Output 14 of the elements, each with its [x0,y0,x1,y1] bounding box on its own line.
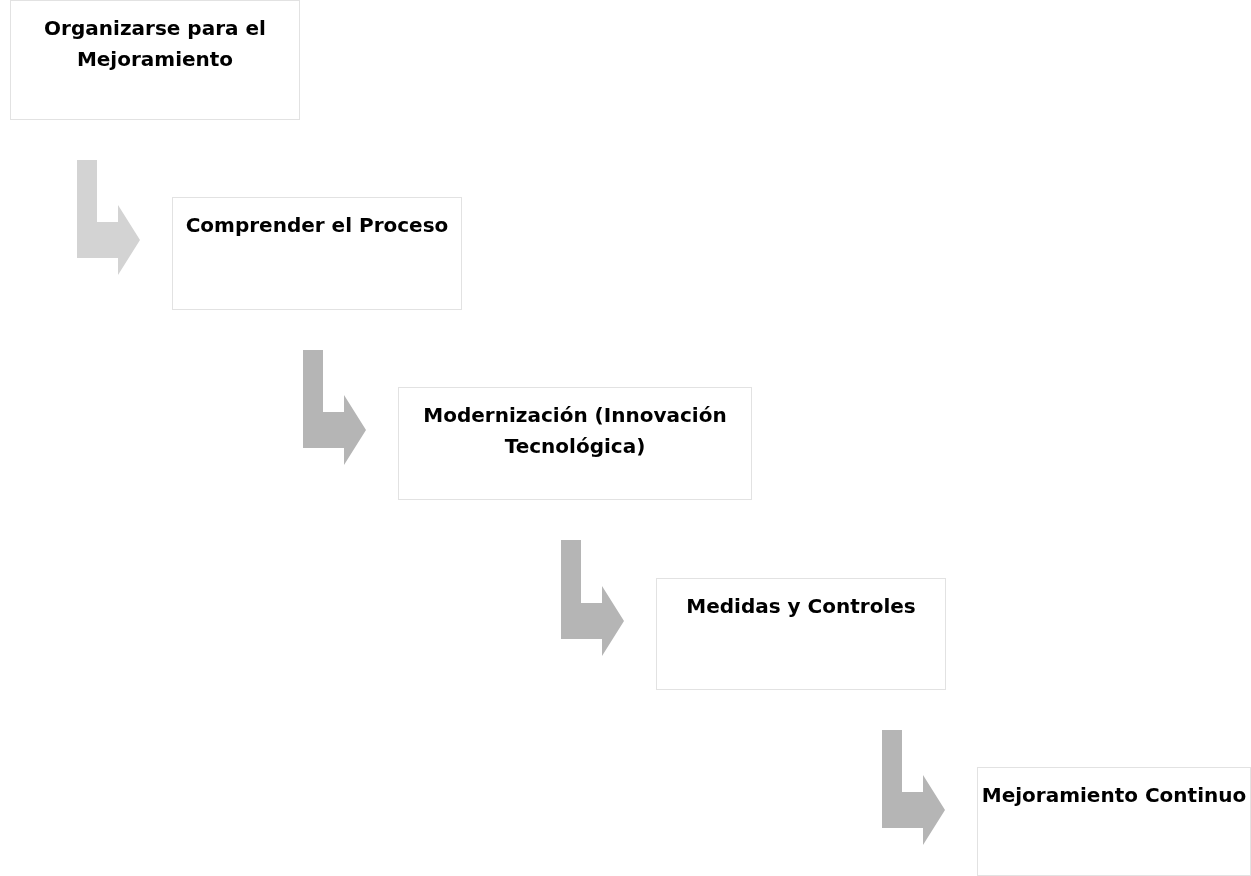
bent-arrow [77,160,140,275]
process-box [977,767,1251,876]
process-box [10,0,300,120]
step-label: Mejoramiento Continuo [981,782,1247,809]
step-label: Organizarse para el Mejoramiento [43,15,267,73]
bent-arrow [303,350,366,465]
process-box [172,197,462,310]
process-box [398,387,752,500]
process-box [656,578,946,690]
step-label: Medidas y Controles [686,593,916,620]
step-label: Modernización (Innovación Tecnológica) [422,402,728,460]
bent-arrow [561,540,624,656]
step-label: Comprender el Proceso [185,212,449,239]
bent-arrow [882,730,945,845]
